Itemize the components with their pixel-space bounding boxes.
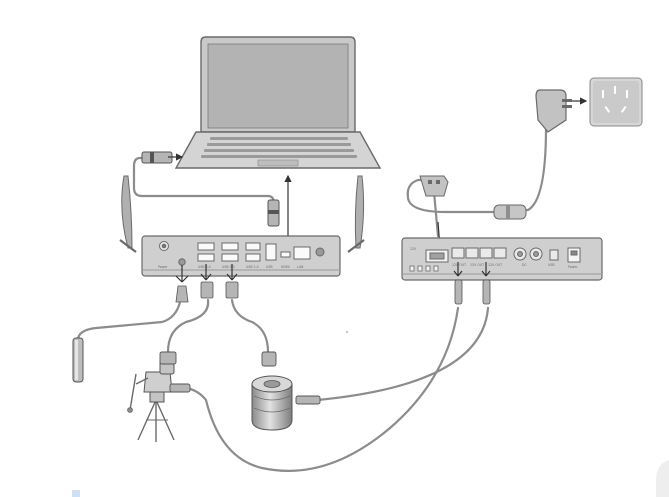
telescope-mount: [127, 351, 191, 442]
mount-usb-cable: [166, 298, 210, 354]
adapter-cable: [516, 126, 548, 214]
usb3-port-bottom: [197, 253, 215, 262]
controller-usb-plug: [267, 199, 280, 227]
controller-box: Power USB 3.0 USB 2.0 USB 2.0 USB HDMI L…: [119, 175, 365, 277]
mount-usb-plug: [200, 281, 214, 299]
controller-body: [141, 235, 341, 277]
power-box-label-0: 12V: [410, 247, 417, 251]
usb-port-b: [245, 253, 261, 262]
tripod-legs: [137, 399, 175, 442]
controller-label-6: LAN: [297, 265, 304, 269]
camera-power-plug: [482, 279, 491, 305]
controller-label-2: USB 2.0: [222, 265, 235, 269]
antenna-port-right: [315, 247, 325, 257]
stray-dot: [346, 331, 348, 333]
camera-usb-cable: [230, 298, 270, 354]
left-antenna-icon: [121, 175, 133, 249]
power-adapter: [535, 89, 572, 133]
bottom-right-corner-mark: [656, 460, 669, 497]
controller-plugs: [175, 264, 239, 303]
controller-label-1: USB 3.0: [198, 265, 211, 269]
power-box: 12V 12V OUT 12V OUT 12V OUT DC USB Power: [401, 237, 603, 281]
camera-usb-plug: [225, 281, 239, 299]
microusb-port: [280, 251, 291, 258]
splitter-cable: [406, 178, 498, 214]
wall-outlet-icon: [589, 77, 643, 127]
laptop-touchpad: [257, 159, 299, 167]
splitter-to-box-cable: [432, 190, 440, 238]
power-box-label-1: 12V OUT: [452, 263, 466, 267]
laptop-keyboard: [201, 137, 357, 158]
camera-power-cable: [316, 306, 490, 402]
out-port-3: [479, 247, 493, 259]
mount-power-plug: [454, 279, 463, 305]
controller-label-5: HDMI: [281, 265, 290, 269]
laptop-usb-cable: [132, 156, 276, 224]
usb2-port-top: [221, 242, 239, 251]
power-box-label-6: Power: [568, 265, 578, 269]
controller-ports: [159, 241, 325, 266]
temperature-sensor-icon: [72, 337, 84, 383]
usb-out: [549, 249, 559, 261]
usb2-port-bottom: [221, 253, 239, 262]
power-box-plugs: [453, 262, 491, 305]
out-port-1: [451, 247, 465, 259]
astro-camera: [251, 351, 321, 431]
sensor-plug: [175, 285, 189, 303]
power-box-label-4: DC: [522, 263, 527, 267]
right-antenna-icon: [354, 175, 365, 249]
laptop-display: [207, 43, 349, 129]
laptop-usb-plug: [141, 151, 173, 164]
camera-power-connector: [295, 395, 321, 405]
dc-jack: [178, 258, 186, 266]
mount-usb-connector: [159, 351, 177, 365]
bottom-left-mark: [72, 490, 80, 497]
controller-label-4: USB: [266, 265, 273, 269]
out-port-4: [493, 247, 507, 259]
power-box-label-2: 12V OUT: [470, 263, 484, 267]
cables: [76, 126, 548, 472]
power-box-labels: 12V 12V OUT 12V OUT 12V OUT DC USB Power: [410, 247, 578, 269]
usb-port-a: [245, 242, 261, 251]
camera-usb-connector: [261, 351, 277, 367]
controller-label-0: Power: [158, 265, 168, 269]
mount-power-cable: [184, 306, 460, 472]
usb3-port-top: [197, 242, 215, 251]
controller-labels: Power USB 3.0 USB 2.0 USB 2.0 USB HDMI L…: [158, 265, 304, 269]
dc-splitter: [419, 175, 527, 220]
lan-port: [293, 246, 311, 260]
controller-label-3: USB 2.0: [246, 265, 259, 269]
hdmi-port: [265, 243, 277, 261]
out-port-2: [465, 247, 479, 259]
laptop: [174, 36, 382, 169]
sensor-cable: [76, 300, 182, 342]
power-box-label-5: USB: [548, 263, 555, 267]
power-box-label-3: 12V OUT: [488, 263, 502, 267]
mount-power-connector: [169, 383, 191, 393]
